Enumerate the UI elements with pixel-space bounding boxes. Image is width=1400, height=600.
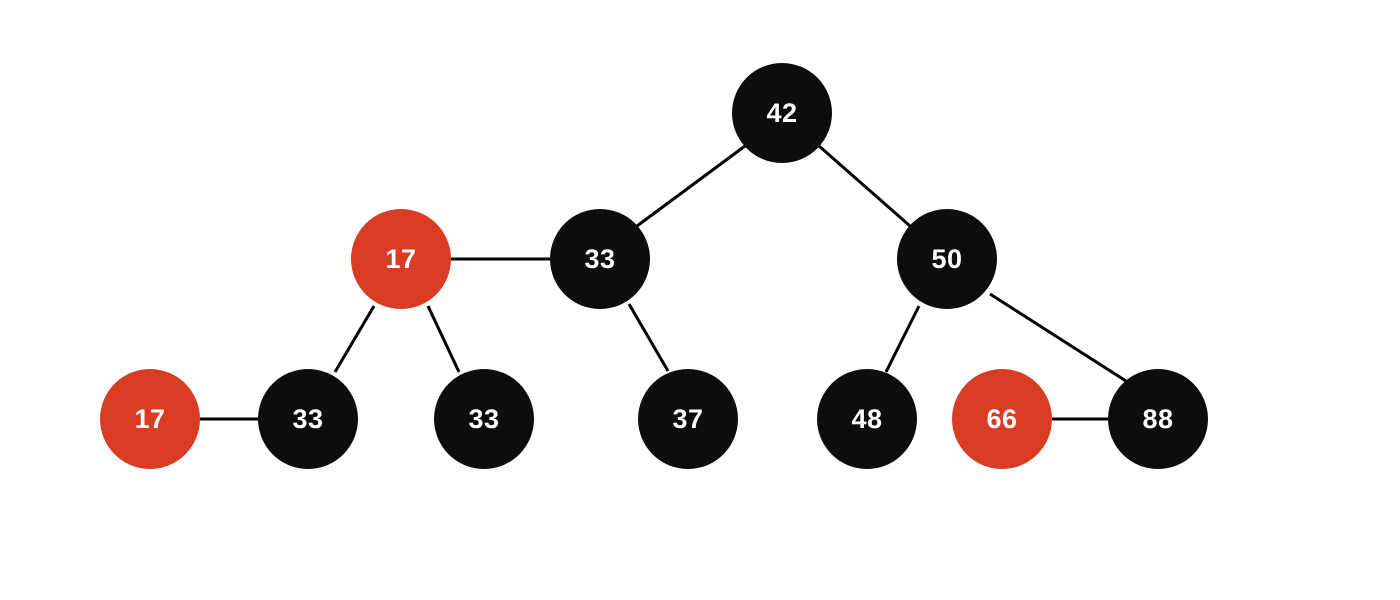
tree-node-red[interactable]: 17 (100, 369, 200, 469)
tree-node-label: 37 (672, 403, 704, 434)
tree-edge (884, 305, 921, 373)
tree-node-label: 48 (851, 403, 883, 434)
tree-node-red[interactable]: 17 (351, 209, 451, 309)
tree-node-label: 33 (292, 403, 324, 434)
tree-node-label: 50 (931, 243, 963, 274)
tree-edge (627, 303, 670, 372)
tree-edge (818, 144, 911, 228)
tree-edge (989, 292, 1127, 383)
tree-node-black[interactable]: 50 (897, 209, 997, 309)
tree-node-label: 88 (1142, 403, 1174, 434)
tree-node-black[interactable]: 33 (550, 209, 650, 309)
tree-node-label: 17 (134, 403, 166, 434)
tree-edge (636, 144, 746, 228)
tree-node-black[interactable]: 42 (732, 63, 832, 163)
tree-node-black[interactable]: 88 (1108, 369, 1208, 469)
tree-edge (333, 305, 376, 373)
tree-node-label: 42 (766, 97, 798, 128)
tree-node-label: 66 (986, 403, 1018, 434)
tree-node-label: 33 (468, 403, 500, 434)
tree-node-black[interactable]: 48 (817, 369, 917, 469)
tree-node-red[interactable]: 66 (952, 369, 1052, 469)
tree-node-label: 33 (584, 243, 616, 274)
tree-node-label: 17 (385, 243, 417, 274)
tree-node-black[interactable]: 33 (258, 369, 358, 469)
tree-edge (426, 305, 461, 373)
tree-node-black[interactable]: 33 (434, 369, 534, 469)
tree-node-black[interactable]: 37 (638, 369, 738, 469)
